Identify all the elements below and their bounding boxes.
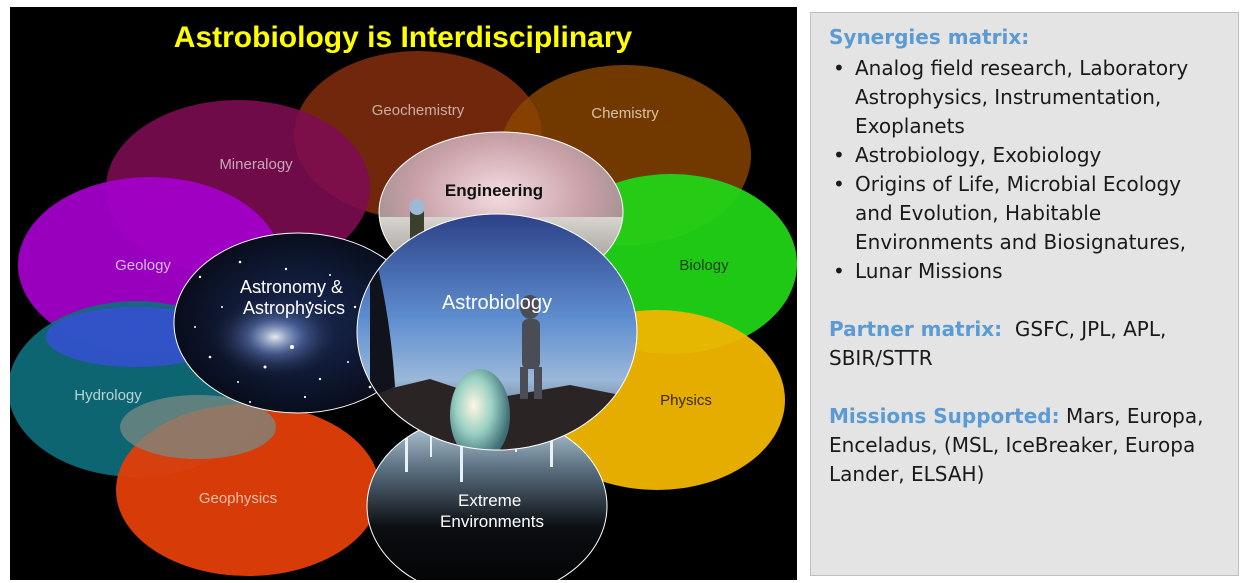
diagram-title: Astrobiology is Interdisciplinary	[174, 21, 633, 54]
label-extreme: Extreme Environments	[440, 491, 544, 531]
label-hydrology: Hydrology	[74, 387, 142, 404]
synergies-item: Astrobiology, Exobiology	[829, 141, 1224, 170]
label-chemistry: Chemistry	[591, 105, 659, 122]
label-biology: Biology	[679, 257, 729, 274]
synergies-item: Analog field research, Laboratory Astrop…	[829, 54, 1224, 141]
label-astrobiology: Astrobiology	[442, 292, 552, 314]
label-extreme-line2: Environments	[440, 512, 544, 531]
partner-section: Partner matrix: GSFC, JPL, APL, SBIR/STT…	[829, 315, 1224, 373]
partner-heading: Partner matrix:	[829, 317, 1003, 341]
missions-heading: Missions Supported:	[829, 404, 1060, 428]
label-engineering: Engineering	[445, 181, 543, 200]
label-geology: Geology	[115, 257, 171, 274]
label-mineralogy: Mineralogy	[219, 156, 293, 173]
synergies-item: Lunar Missions	[829, 257, 1224, 286]
info-panel: Synergies matrix: Analog field research,…	[810, 12, 1239, 576]
label-physics: Physics	[660, 392, 712, 409]
ellipse-overlap-grey	[120, 395, 276, 459]
label-astronomy-line2: Astrophysics	[243, 298, 345, 318]
label-geochemistry: Geochemistry	[372, 102, 465, 119]
missions-section: Missions Supported: Mars, Europa, Encela…	[829, 402, 1224, 489]
label-astronomy: Astronomy & Astrophysics	[240, 277, 348, 318]
label-astronomy-line1: Astronomy &	[240, 277, 343, 297]
synergies-heading: Synergies matrix:	[829, 25, 1030, 49]
label-geophysics: Geophysics	[199, 490, 277, 507]
label-extreme-line1: Extreme	[458, 491, 521, 510]
interdisciplinary-diagram: Astrobiology is Interdisciplinary	[10, 7, 797, 580]
synergies-item: Origins of Life, Microbial Ecology and E…	[829, 170, 1224, 257]
partner-text: GSFC, JPL, APL, SBIR/STTR	[829, 317, 1167, 370]
diagram-svg: Astrobiology is Interdisciplinary	[10, 21, 797, 580]
missions-text: Mars, Europa, Enceladus, (MSL, IceBreake…	[829, 404, 1204, 486]
synergies-list: Analog field research, Laboratory Astrop…	[829, 54, 1224, 286]
